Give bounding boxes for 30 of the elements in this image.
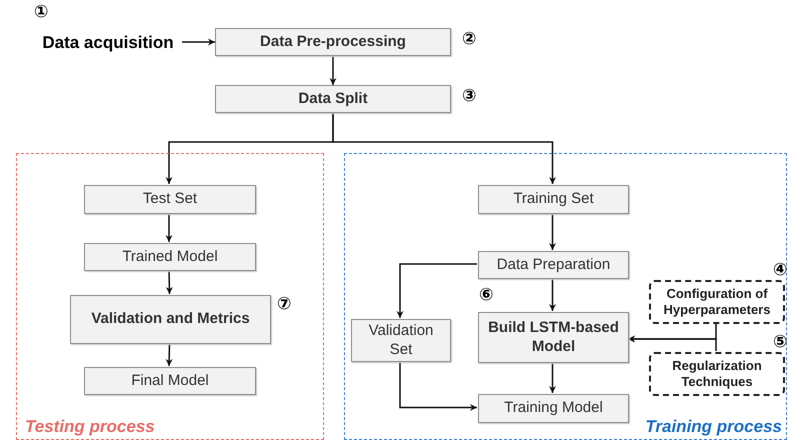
process-box: Training Model [478,394,629,423]
arrow [549,213,556,250]
process-box: Final Model [84,367,256,395]
callout-number: ⑤ [773,334,788,351]
process-box: Trained Model [84,243,256,271]
callout-number: ④ [773,262,788,279]
arrow [166,270,173,294]
arrow [332,113,556,184]
process-box: Training Set [478,185,629,214]
arrow [166,342,173,366]
group-title: Training process [645,416,782,438]
arrow [166,213,172,242]
group-title: Testing process [25,416,155,438]
callout-number: ⑦ [277,296,292,313]
process-box: Test Set [84,185,256,214]
dashed-group-frame [16,153,324,440]
arrow [396,263,477,318]
process-box: Data Preparation [478,251,629,279]
arrow [330,56,336,85]
arrow [628,336,717,351]
callout-number: ⑥ [479,287,494,304]
callout-number: ① [34,4,48,21]
arrow [399,361,477,411]
arrow [549,362,556,393]
arrow [549,278,556,311]
callout-number: ③ [462,88,476,105]
callout-number: ② [462,31,476,48]
dashed-group-frame [344,153,787,440]
arrow [182,38,215,46]
process-box: Validation Set [351,319,451,362]
